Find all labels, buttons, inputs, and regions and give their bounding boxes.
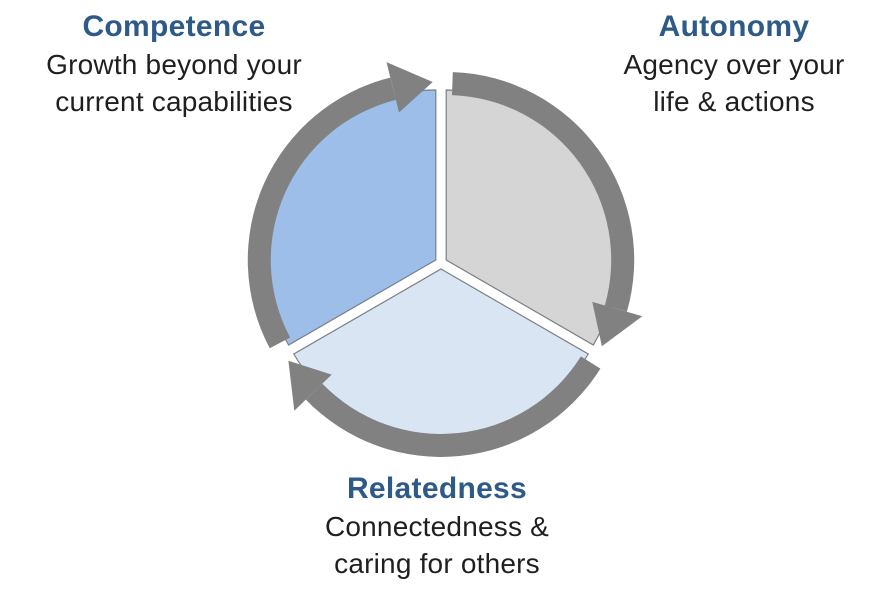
- relatedness-description-line-1: Connectedness &: [324, 511, 550, 542]
- relatedness-arrow-band: [305, 356, 601, 457]
- autonomy-heading: Autonomy: [658, 10, 810, 43]
- autonomy-description-line-2: life & actions: [653, 86, 815, 117]
- autonomy-label-block: Autonomy Agency over your life & actions: [574, 8, 882, 120]
- competence-description-line-1: Growth beyond your: [46, 49, 302, 80]
- relatedness-heading: Relatedness: [346, 472, 528, 505]
- relatedness-label-block: Relatedness Connectedness & caring for o…: [261, 470, 613, 582]
- competence-label-block: Competence Growth beyond your current ca…: [0, 8, 350, 120]
- relatedness-description-line-2: caring for others: [334, 548, 540, 579]
- relatedness-arrowhead-icon: [288, 360, 332, 411]
- competence-heading: Competence: [82, 10, 266, 43]
- competence-description-line-2: current capabilities: [55, 86, 293, 117]
- competence-arrow-band: [247, 77, 396, 349]
- competence-arrowhead-icon: [386, 62, 433, 113]
- autonomy-description-line-1: Agency over your: [623, 49, 845, 80]
- autonomy-arrow-band: [452, 72, 635, 312]
- autonomy-arrowhead-icon: [592, 301, 643, 347]
